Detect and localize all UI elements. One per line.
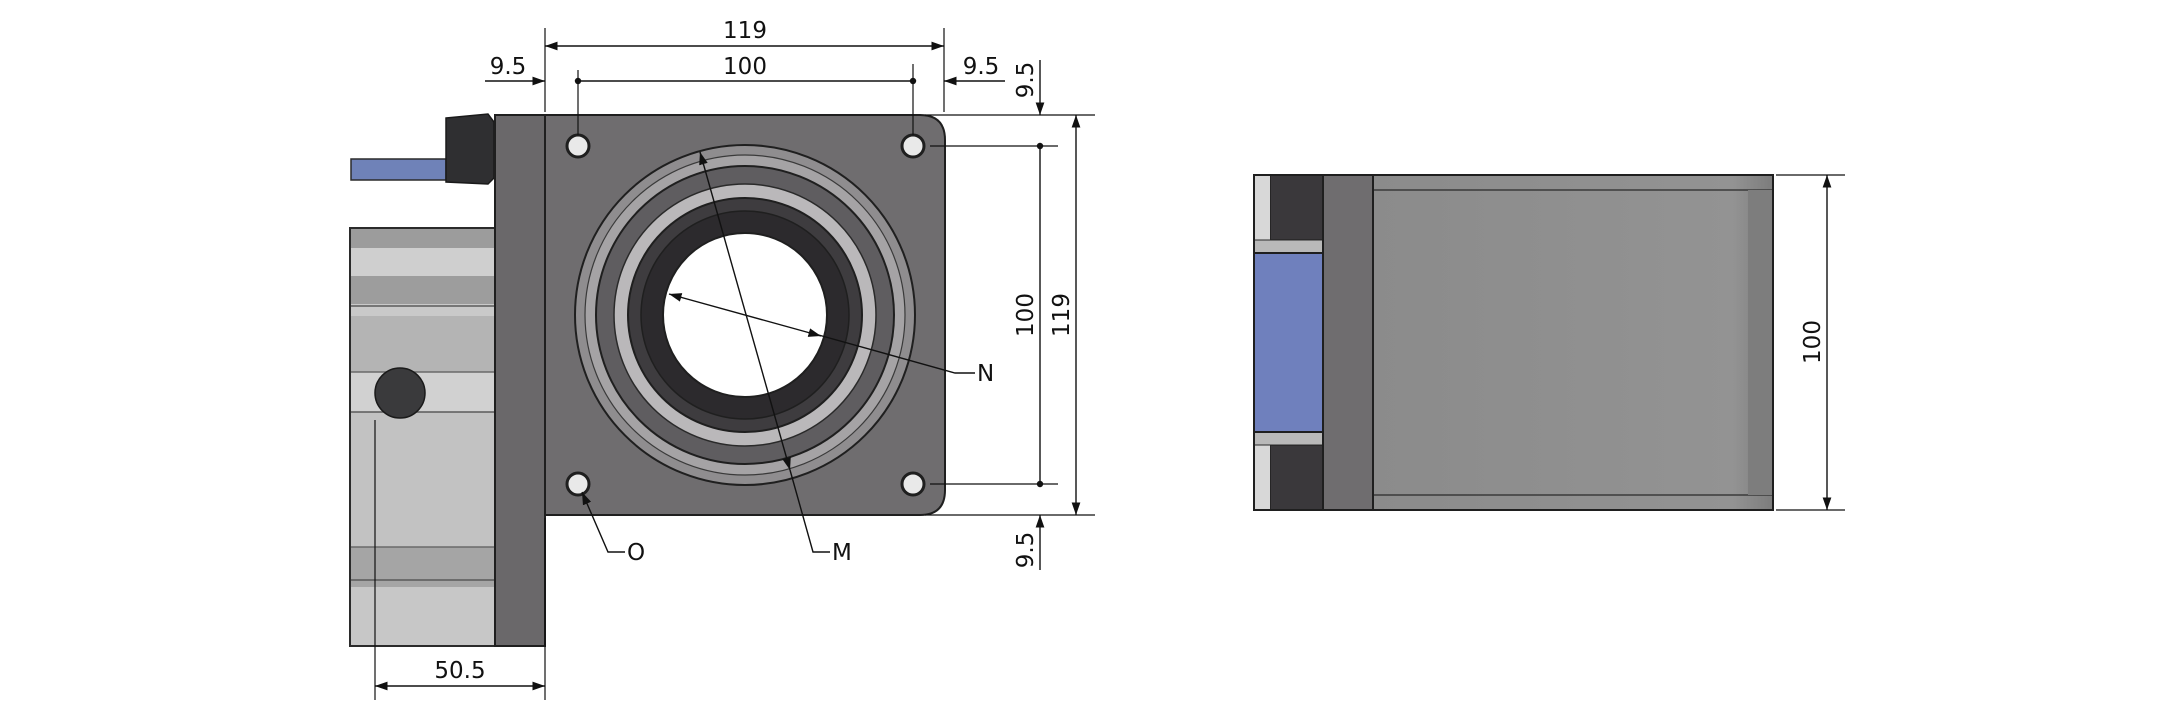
cable-connector bbox=[445, 113, 495, 185]
dim-100-right: 100 bbox=[1013, 293, 1039, 337]
motor-body bbox=[349, 227, 496, 647]
cable bbox=[350, 158, 447, 181]
front-view: N M O 119 100 9.5 9.5 100 119 9.5 9.5 bbox=[349, 18, 1095, 700]
dim-9-5-top-right: 9.5 bbox=[1013, 62, 1039, 99]
dim-119-right: 119 bbox=[1049, 293, 1075, 337]
dim-119-top: 119 bbox=[723, 18, 767, 44]
callout-m-leader bbox=[789, 469, 830, 553]
dim-50-5: 50.5 bbox=[434, 658, 485, 684]
dim-9-5-bottom-right: 9.5 bbox=[1013, 532, 1039, 569]
side-blue-insert bbox=[1253, 252, 1324, 433]
side-flange bbox=[1322, 174, 1374, 511]
mounting-hole bbox=[900, 133, 926, 159]
dim-9-5-right: 9.5 bbox=[963, 54, 1000, 80]
callout-n-leader bbox=[814, 333, 975, 374]
diameter-n-line bbox=[668, 293, 822, 337]
mounting-hole bbox=[565, 133, 591, 159]
dim-side-100: 100 bbox=[1800, 320, 1826, 364]
callout-m-label: M bbox=[832, 540, 852, 566]
callout-o-leader bbox=[581, 491, 625, 553]
mounting-hole bbox=[900, 471, 926, 497]
callout-o-label: O bbox=[627, 540, 645, 566]
mounting-hole bbox=[565, 471, 591, 497]
side-view: 100 bbox=[1253, 174, 1845, 511]
mounting-holes bbox=[565, 133, 926, 497]
side-body bbox=[1372, 174, 1774, 511]
dim-9-5-left: 9.5 bbox=[490, 54, 527, 80]
callout-n-label: N bbox=[977, 361, 994, 387]
flange-edge bbox=[494, 114, 546, 647]
body-plug bbox=[374, 367, 426, 419]
dim-100-top: 100 bbox=[723, 54, 767, 80]
